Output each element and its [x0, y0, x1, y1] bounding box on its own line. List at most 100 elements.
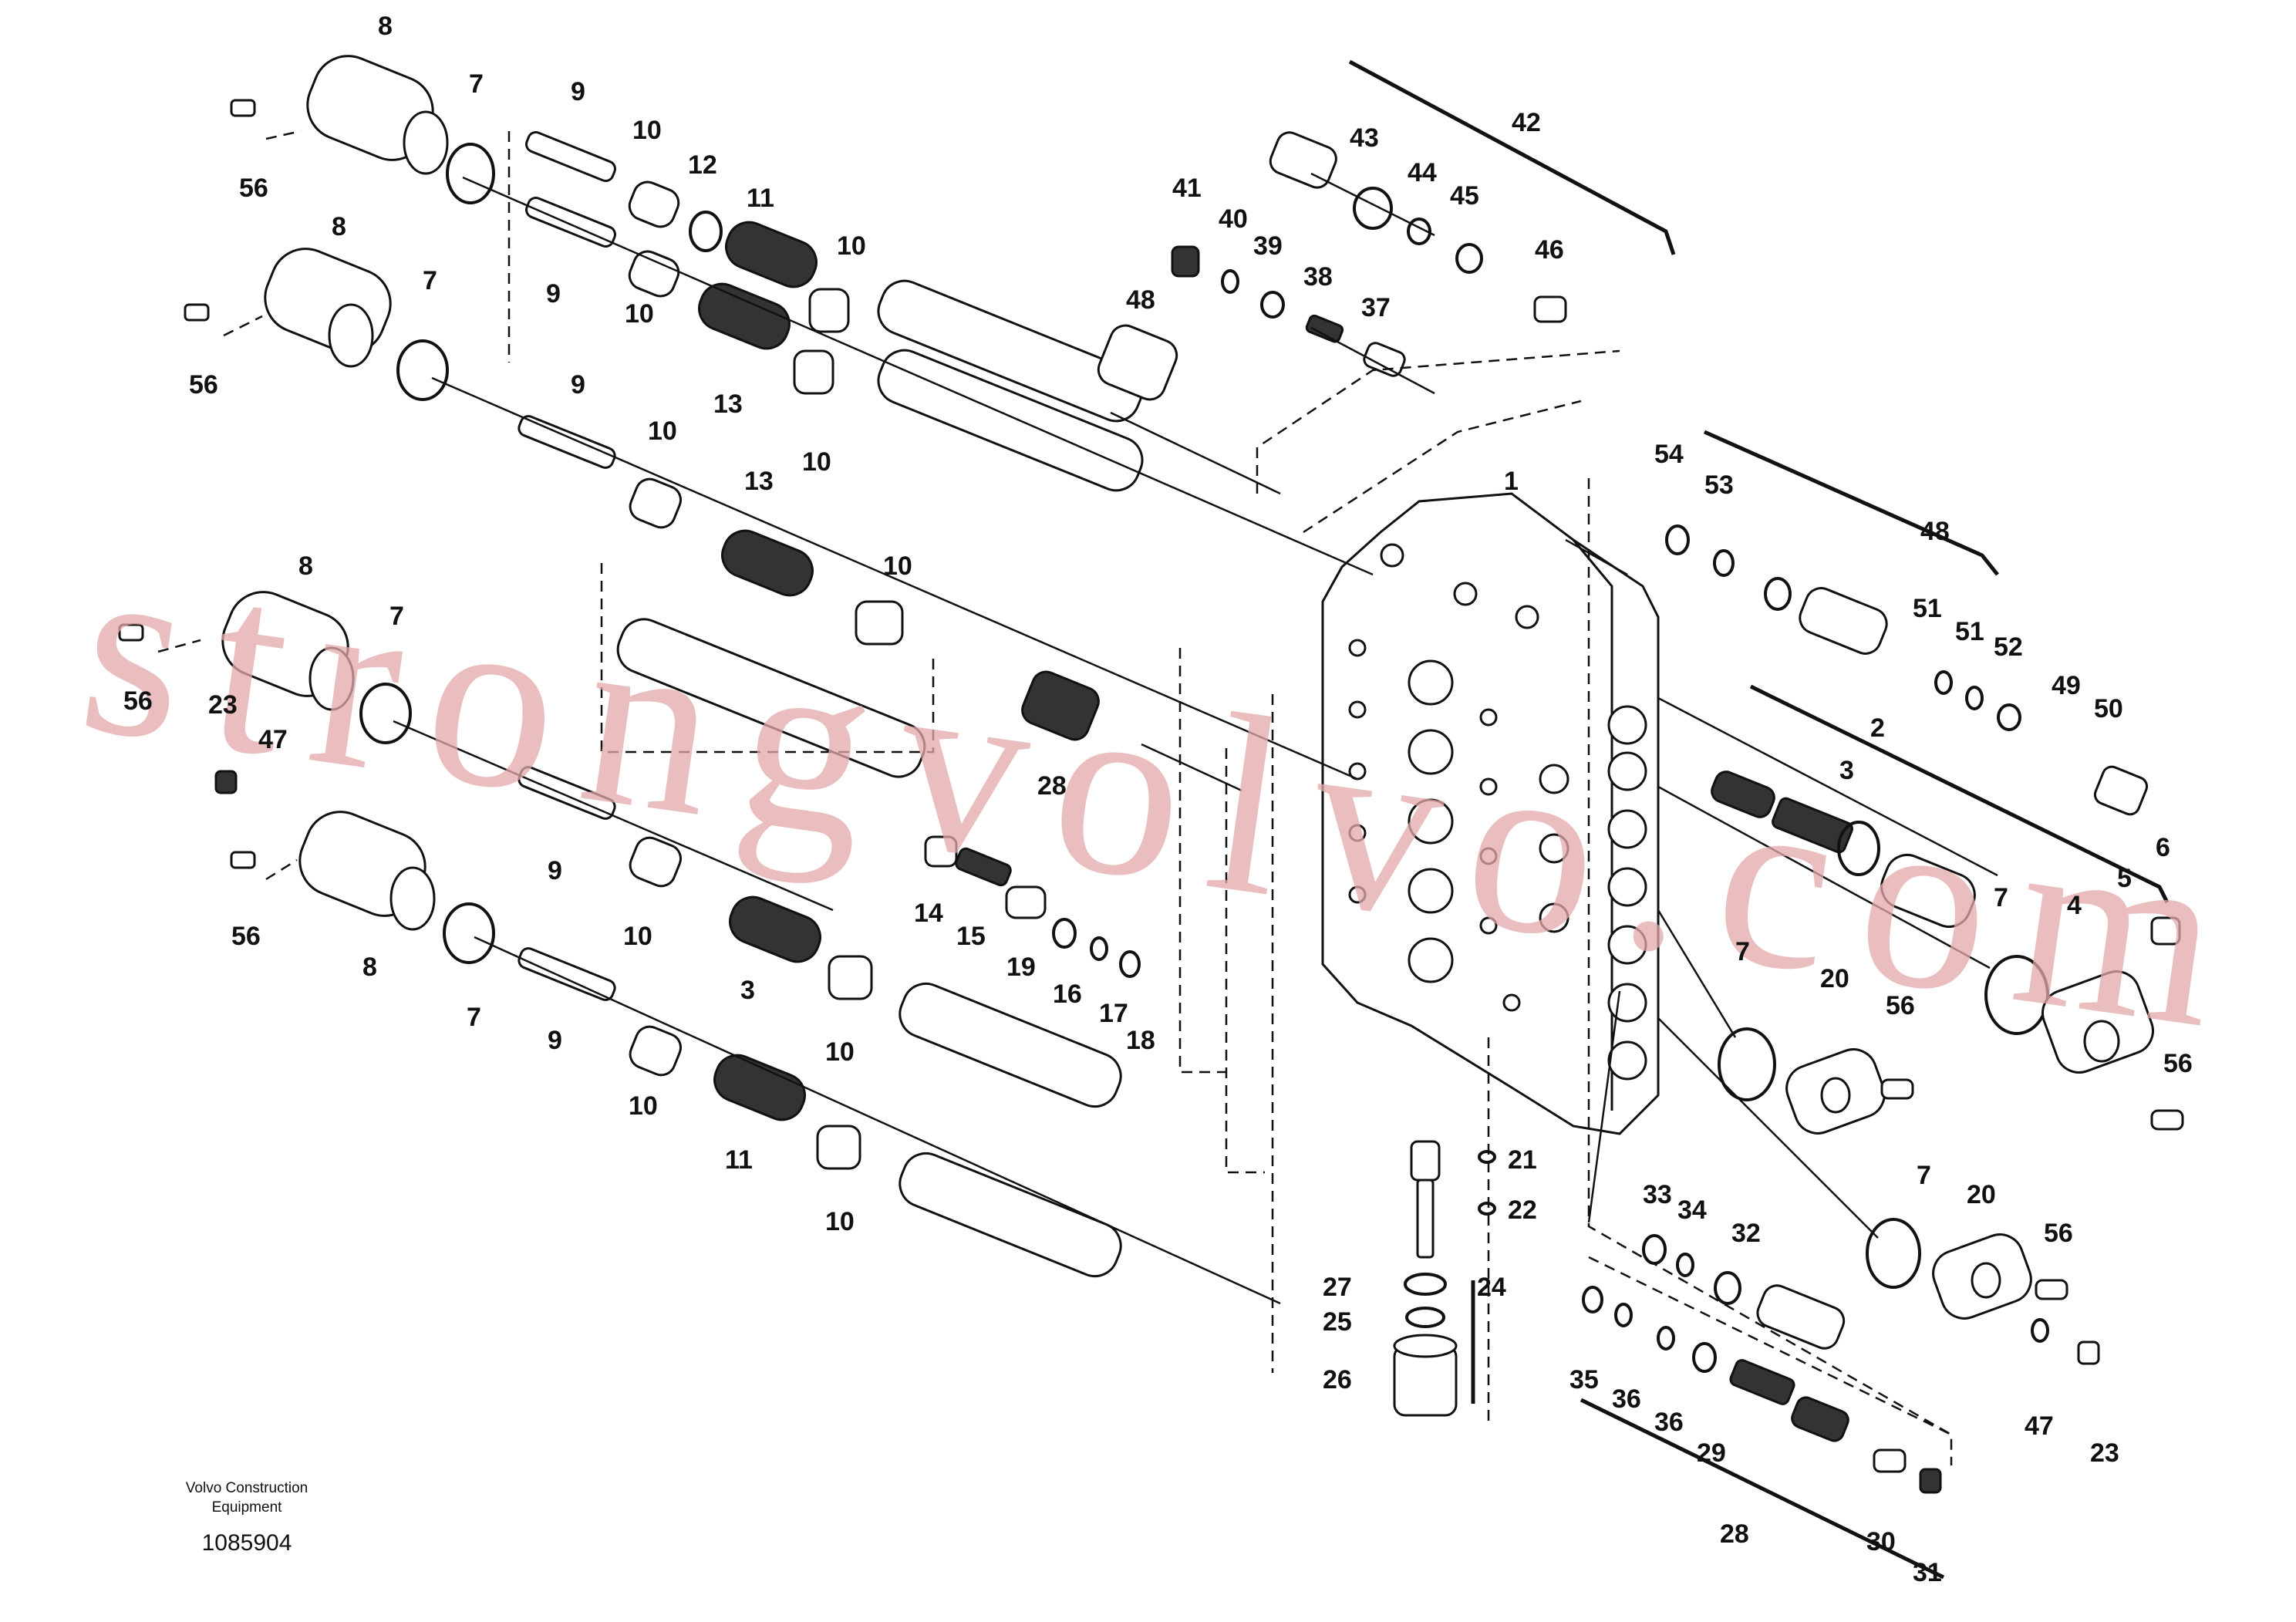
part-label: 28: [1037, 771, 1067, 801]
part-label: 42: [1512, 108, 1541, 137]
part-label: 56: [123, 686, 153, 716]
part-label: 9: [548, 856, 562, 885]
part-label: 51: [1913, 594, 1942, 623]
part-label: 1: [1504, 467, 1519, 496]
part-label: 8: [378, 12, 393, 41]
part-label: 10: [837, 231, 866, 261]
part-label: 2: [1870, 713, 1885, 743]
part-label: 21: [1508, 1145, 1537, 1175]
part-label: 27: [1323, 1273, 1352, 1302]
part-label: 7: [389, 602, 404, 631]
part-label: 54: [1654, 440, 1684, 469]
drawing-number: 1085904: [202, 1530, 292, 1556]
part-label: 33: [1643, 1180, 1672, 1209]
part-label: 39: [1253, 231, 1283, 261]
part-label: 40: [1219, 204, 1248, 234]
part-label: 49: [2052, 671, 2081, 700]
part-label: 48: [1126, 285, 1155, 315]
plug-group: [1393, 1140, 1496, 1417]
part-label: 36: [1612, 1384, 1641, 1414]
part-label: 52: [1994, 632, 2023, 662]
part-label: 56: [239, 174, 268, 203]
part-label: 20: [1967, 1180, 1996, 1209]
group-brackets: [1348, 59, 2170, 1580]
pressure-switch-left: [1021, 670, 1100, 741]
part-label: 8: [362, 953, 377, 982]
part-label: 47: [258, 725, 288, 754]
part-label: 7: [1735, 937, 1750, 966]
part-label: 56: [2044, 1219, 2073, 1248]
valve-body-ports: [1348, 543, 1647, 1081]
part-label: 7: [1994, 883, 2008, 912]
part-label: 46: [1535, 235, 1564, 265]
part-label: 23: [208, 690, 238, 720]
part-label: 47: [2025, 1411, 2054, 1441]
part-label: 3: [1839, 756, 1854, 785]
part-label: 10: [632, 116, 662, 145]
part-label: 8: [332, 212, 346, 241]
part-label: 36: [1654, 1408, 1684, 1437]
valve-body: [1321, 492, 1660, 1135]
part-label: 17: [1099, 999, 1128, 1028]
part-label: 16: [1053, 980, 1082, 1009]
part-label: 35: [1569, 1365, 1599, 1394]
right-components: [1665, 524, 2184, 1365]
part-label: 37: [1361, 293, 1391, 322]
part-label: 10: [802, 447, 831, 477]
drawing-caption: Volvo Construction Equipment 1085904: [186, 1480, 308, 1556]
part-label: 7: [423, 266, 437, 295]
part-label: 41: [1172, 174, 1202, 203]
part-label: 14: [914, 899, 943, 928]
part-label: 56: [231, 922, 261, 951]
part-label: 20: [1820, 964, 1849, 993]
part-label: 50: [2094, 694, 2123, 723]
part-label: 51: [1955, 617, 1984, 646]
part-label: 9: [548, 1026, 562, 1055]
part-label: 56: [1886, 991, 1915, 1020]
part-label: 13: [744, 467, 774, 496]
part-label: 19: [1006, 953, 1036, 982]
part-label: 34: [1677, 1195, 1707, 1225]
company-name: Volvo Construction: [186, 1480, 308, 1496]
part-label: 10: [648, 416, 677, 446]
part-label: 10: [625, 299, 654, 329]
part-label: 28: [1720, 1519, 1749, 1549]
part-label: 31: [1913, 1558, 1942, 1587]
part-label: 56: [189, 370, 218, 400]
part-label: 38: [1303, 262, 1333, 292]
part-label: 6: [2156, 833, 2170, 862]
company-name-line2: Equipment: [212, 1499, 283, 1516]
part-label: 18: [1126, 1026, 1155, 1055]
part-label: 7: [467, 1003, 481, 1032]
watermark-text: strongvolvo.com: [67, 503, 2266, 1085]
part-label: 23: [2090, 1438, 2119, 1468]
part-label: 8: [298, 551, 313, 581]
part-label: 10: [883, 551, 912, 581]
part-label: 11: [725, 1145, 753, 1175]
part-label: 30: [1866, 1527, 1896, 1556]
part-label: 15: [956, 922, 986, 951]
spool-assemblies: [118, 55, 1144, 1278]
part-label: 9: [571, 370, 585, 400]
part-label: 44: [1408, 158, 1437, 187]
part-label: 9: [546, 279, 561, 309]
part-label: 11: [747, 184, 774, 213]
part-label: 10: [825, 1207, 855, 1236]
part-label: 56: [2163, 1049, 2193, 1078]
part-label: 9: [571, 77, 585, 106]
part-label: 53: [1704, 470, 1734, 500]
part-label: 7: [469, 69, 484, 99]
part-label: 24: [1477, 1273, 1506, 1302]
part-label: 48: [1920, 517, 1950, 546]
part-label: 13: [713, 389, 743, 419]
part-label: 45: [1450, 181, 1479, 211]
part-label: 10: [825, 1037, 855, 1067]
part-label: 26: [1323, 1365, 1352, 1394]
part-label: 3: [740, 976, 755, 1005]
part-label: 5: [2117, 864, 2132, 893]
part-label: 10: [623, 922, 652, 951]
part-label: 10: [629, 1091, 658, 1121]
part-number-labels: 8 7 9 10 12 11 10 56 8 7 9 10 13 10 56 9…: [123, 12, 2193, 1587]
part-label: 22: [1508, 1195, 1537, 1225]
part-label: 7: [1917, 1161, 1931, 1190]
